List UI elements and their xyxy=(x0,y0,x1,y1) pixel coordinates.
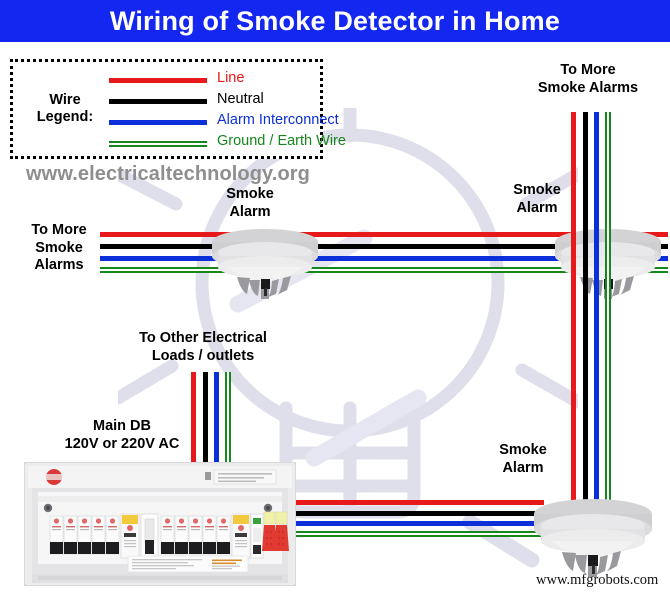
wire-line-right-vertical xyxy=(571,112,576,528)
wire-neutral-top-horizontal xyxy=(100,244,668,249)
legend-label-neutral: Neutral xyxy=(217,91,264,107)
db-brand-badge xyxy=(45,469,63,485)
wire-ground-db-riser xyxy=(225,372,231,478)
wire-neutral-db-riser xyxy=(203,372,208,478)
wire-legend: Wire Legend: Line Neutral Alarm Intercon… xyxy=(10,59,346,159)
wire-line-bottom-horizontal xyxy=(296,500,544,505)
wire-line-db-riser xyxy=(191,372,196,478)
db-main-switch-1 xyxy=(262,511,277,551)
wire-ground-bottom-horizontal xyxy=(296,531,544,537)
title-bar: Wiring of Smoke Detector in Home xyxy=(0,0,670,42)
legend-swatch-line xyxy=(109,78,207,83)
watermark-mfgrobots: www.mfgrobots.com xyxy=(536,572,659,588)
label-smoke-alarm-bottom-right: Smoke Alarm xyxy=(499,442,547,476)
wire-alarm-right-vertical xyxy=(594,112,599,528)
db-rcd-module-1 xyxy=(120,513,140,559)
legend-item-alarm-interconnect: Alarm Interconnect xyxy=(109,112,339,133)
main-distribution-board[interactable] xyxy=(24,462,296,586)
label-to-more-smoke-alarms-left: To More Smoke Alarms xyxy=(31,222,87,273)
db-main-switch-2 xyxy=(274,511,289,551)
db-indicator-module xyxy=(250,513,264,559)
watermark-electricaltechnology: www.electricaltechnology.org xyxy=(26,163,310,185)
wire-alarm-bottom-horizontal xyxy=(296,521,544,526)
legend-item-line: Line xyxy=(109,70,319,91)
page-title: Wiring of Smoke Detector in Home xyxy=(109,5,561,36)
label-smoke-alarm-top-right: Smoke Alarm xyxy=(513,182,561,216)
legend-swatch-alarm-interconnect xyxy=(109,120,207,125)
legend-item-neutral: Neutral xyxy=(109,91,319,112)
wire-line-top-horizontal xyxy=(100,232,668,237)
legend-swatch-neutral xyxy=(109,99,207,104)
wire-ground-top-horizontal xyxy=(100,267,668,273)
legend-title: Wire Legend: xyxy=(36,92,94,125)
legend-label-ground: Ground / Earth Wire xyxy=(217,133,346,149)
legend-label-line: Line xyxy=(217,70,245,86)
wire-ground-right-vertical xyxy=(605,112,611,528)
db-rcd-module-2 xyxy=(231,513,251,559)
wire-alarm-top-horizontal xyxy=(100,256,668,261)
db-circuit-schedule xyxy=(127,555,249,573)
legend-label-alarm-interconnect: Alarm Interconnect xyxy=(217,112,339,128)
label-smoke-alarm-top-left: Smoke Alarm xyxy=(226,186,274,220)
label-to-other-loads: To Other Electrical Loads / outlets xyxy=(139,330,267,364)
db-main-isolator xyxy=(140,513,159,559)
wire-neutral-bottom-horizontal xyxy=(296,511,544,516)
smoke-alarm-top-left[interactable] xyxy=(197,222,333,306)
wire-alarm-db-riser xyxy=(214,372,219,478)
db-breaker-bank xyxy=(49,511,289,559)
label-to-more-smoke-alarms-top-right: To More Smoke Alarms xyxy=(537,62,639,96)
legend-swatch-ground xyxy=(109,141,207,147)
legend-item-ground: Ground / Earth Wire xyxy=(109,133,346,154)
label-main-db: Main DB 120V or 220V AC xyxy=(64,418,180,452)
smoke-alarm-bottom-right[interactable] xyxy=(518,492,668,586)
wire-neutral-right-vertical xyxy=(583,112,588,528)
